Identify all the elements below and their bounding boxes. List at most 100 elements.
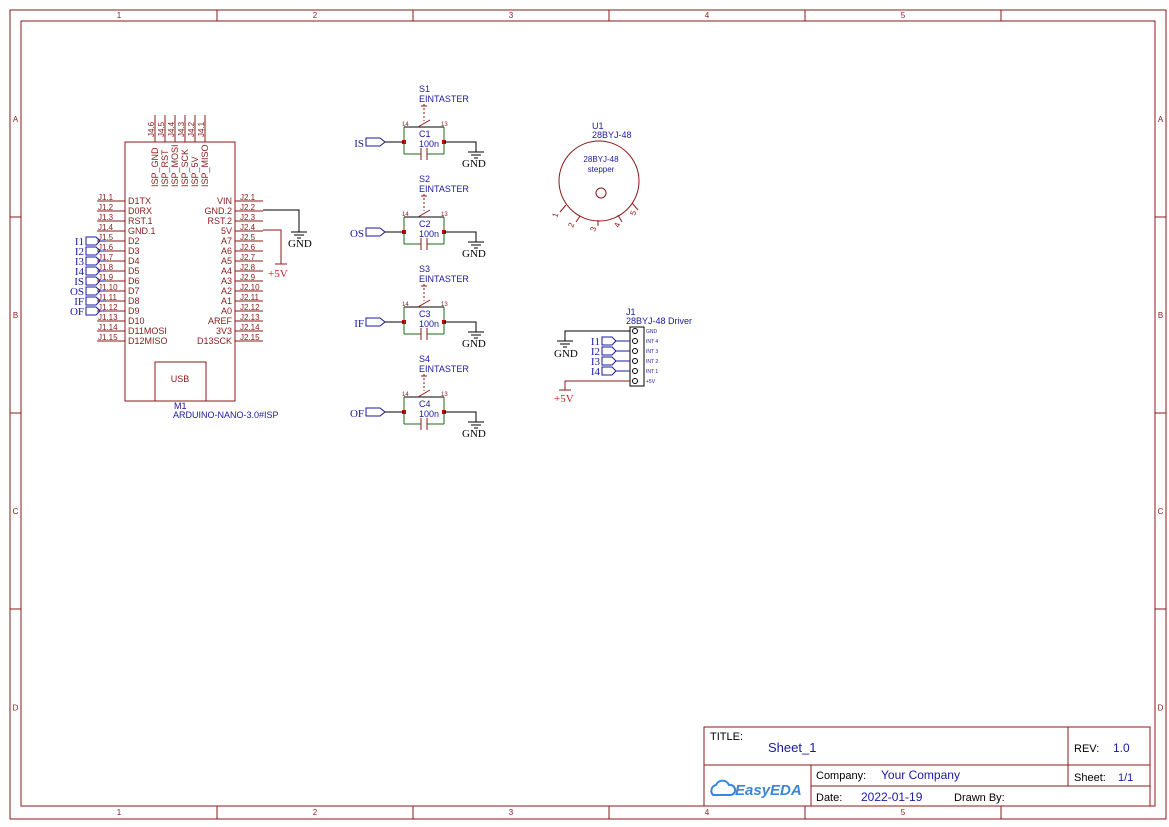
switch-contact	[417, 389, 431, 398]
nano-pin-name: RST.2	[207, 216, 232, 226]
driver-pin	[632, 348, 638, 354]
switch-designator: S1	[419, 84, 430, 94]
frame-col-label-top: 4	[705, 11, 710, 20]
title-block	[703, 726, 1151, 807]
nano-pin-name: D1TX	[128, 196, 151, 206]
nano-pin-number: J2.14	[240, 323, 260, 332]
nano-pin-number: J1.12	[98, 303, 118, 312]
nano-pin-number: J2.4	[240, 223, 256, 232]
cloud-icon	[710, 779, 737, 796]
title-label: TITLE:	[710, 731, 743, 743]
cap-value: 100n	[419, 139, 439, 149]
net-flag-label: OF	[350, 408, 364, 420]
usb-connector	[154, 361, 207, 402]
net-flag-label: OF	[70, 306, 84, 318]
switch-pin-b: 13	[441, 302, 448, 308]
nano-pin-number: J2.12	[240, 303, 260, 312]
nano-pin-number: J1.6	[98, 243, 114, 252]
driver-pin-name: INT 3	[646, 349, 658, 355]
nano-pin-name: VIN	[217, 196, 232, 206]
switch-type: EINTASTER	[419, 184, 469, 194]
net-flag	[601, 366, 617, 376]
isp-pin-name: ISP_GND	[150, 147, 160, 187]
driver-name: 28BYJ-48 Driver	[626, 316, 692, 326]
isp-pin-number: J4.6	[147, 121, 156, 137]
drawn-label: Drawn By:	[954, 792, 1005, 804]
net-flag-label: OS	[350, 228, 364, 240]
motor-designator: U1	[592, 121, 604, 131]
frame-col-label-top: 2	[313, 11, 318, 20]
date-label: Date:	[816, 792, 842, 804]
driver-gnd-label: GND	[554, 348, 578, 360]
nano-pin-name: A5	[221, 256, 232, 266]
nano-pin-name: D5	[128, 266, 140, 276]
nano-gnd-net: GND	[263, 209, 312, 250]
isp-pin-name: ISP_MISO	[200, 144, 210, 187]
net-flag-label: I2	[591, 346, 600, 358]
nano-pin-number: J2.9	[240, 273, 256, 282]
nano-pin-name: D4	[128, 256, 140, 266]
isp-pin-name: ISP_5V	[190, 156, 200, 187]
nano-pin-number: J2.13	[240, 313, 260, 322]
cap-value: 100n	[419, 319, 439, 329]
gnd-label: GND	[462, 428, 486, 440]
cap-value: 100n	[419, 409, 439, 419]
isp-pin-number: J4.4	[167, 121, 176, 137]
switch-pin-b: 13	[441, 392, 448, 398]
rev-value: 1.0	[1113, 741, 1130, 755]
switch-type: EINTASTER	[419, 274, 469, 284]
net-flag-label: I2	[75, 246, 84, 258]
motor-pin-number: 3	[588, 225, 598, 233]
nano-pin-name: RST.1	[128, 216, 153, 226]
frame-col-label-top: 1	[117, 11, 122, 20]
motor-pin-line	[559, 204, 567, 213]
switch-type: EINTASTER	[419, 364, 469, 374]
driver-pin-name: +5V	[646, 379, 656, 385]
motor-pin-line	[575, 215, 581, 223]
wire	[444, 321, 477, 332]
nano-pin-name: 5V	[221, 226, 232, 236]
net-flag	[85, 266, 101, 276]
easyeda-logo: EasyEDA	[710, 779, 802, 799]
motor-body	[558, 140, 640, 222]
nano-pin-number: J2.5	[240, 233, 256, 242]
frame-col-label-bottom: 4	[705, 808, 710, 817]
nano-pin-name: D11MOSI	[128, 326, 167, 336]
driver-pin-name: INT 1	[646, 369, 658, 375]
driver-pin	[632, 328, 638, 334]
sheet-value: 1/1	[1118, 772, 1133, 784]
net-flag	[85, 256, 101, 266]
frame-row-label-right: A	[1158, 115, 1164, 124]
gnd-label: GND	[462, 248, 486, 260]
nano-pin-name: D12MISO	[128, 336, 168, 346]
nano-pin-name: A4	[221, 266, 232, 276]
cap-designator: C1	[419, 129, 431, 139]
motor-body-line1: 28BYJ-48	[583, 155, 619, 164]
net-flag	[365, 317, 386, 327]
nano-pin-number: J1.13	[98, 313, 118, 322]
wire	[444, 141, 477, 152]
isp-pin-name: ISP_RST	[160, 149, 170, 187]
driver-pin	[632, 338, 638, 344]
net-flag	[365, 227, 386, 237]
driver-pin-name: GND	[646, 329, 658, 335]
motor-pin-line	[631, 202, 639, 211]
driver-pin	[632, 378, 638, 384]
cap-value: 100n	[419, 229, 439, 239]
switch-pin-a: 14	[402, 122, 409, 128]
nano-pin-name: 3V3	[216, 326, 232, 336]
net-flag-label: OS	[70, 286, 84, 298]
cap-designator: C4	[419, 399, 431, 409]
motor-body-line2: stepper	[588, 165, 615, 174]
rev-label: REV:	[1074, 743, 1099, 755]
net-flag-label: IF	[354, 318, 364, 330]
frame-col-label-bottom: 3	[509, 808, 514, 817]
driver-pin-name: INT 4	[646, 339, 658, 345]
frame-row-label-right: D	[1158, 704, 1164, 713]
cap-designator: C3	[419, 309, 431, 319]
